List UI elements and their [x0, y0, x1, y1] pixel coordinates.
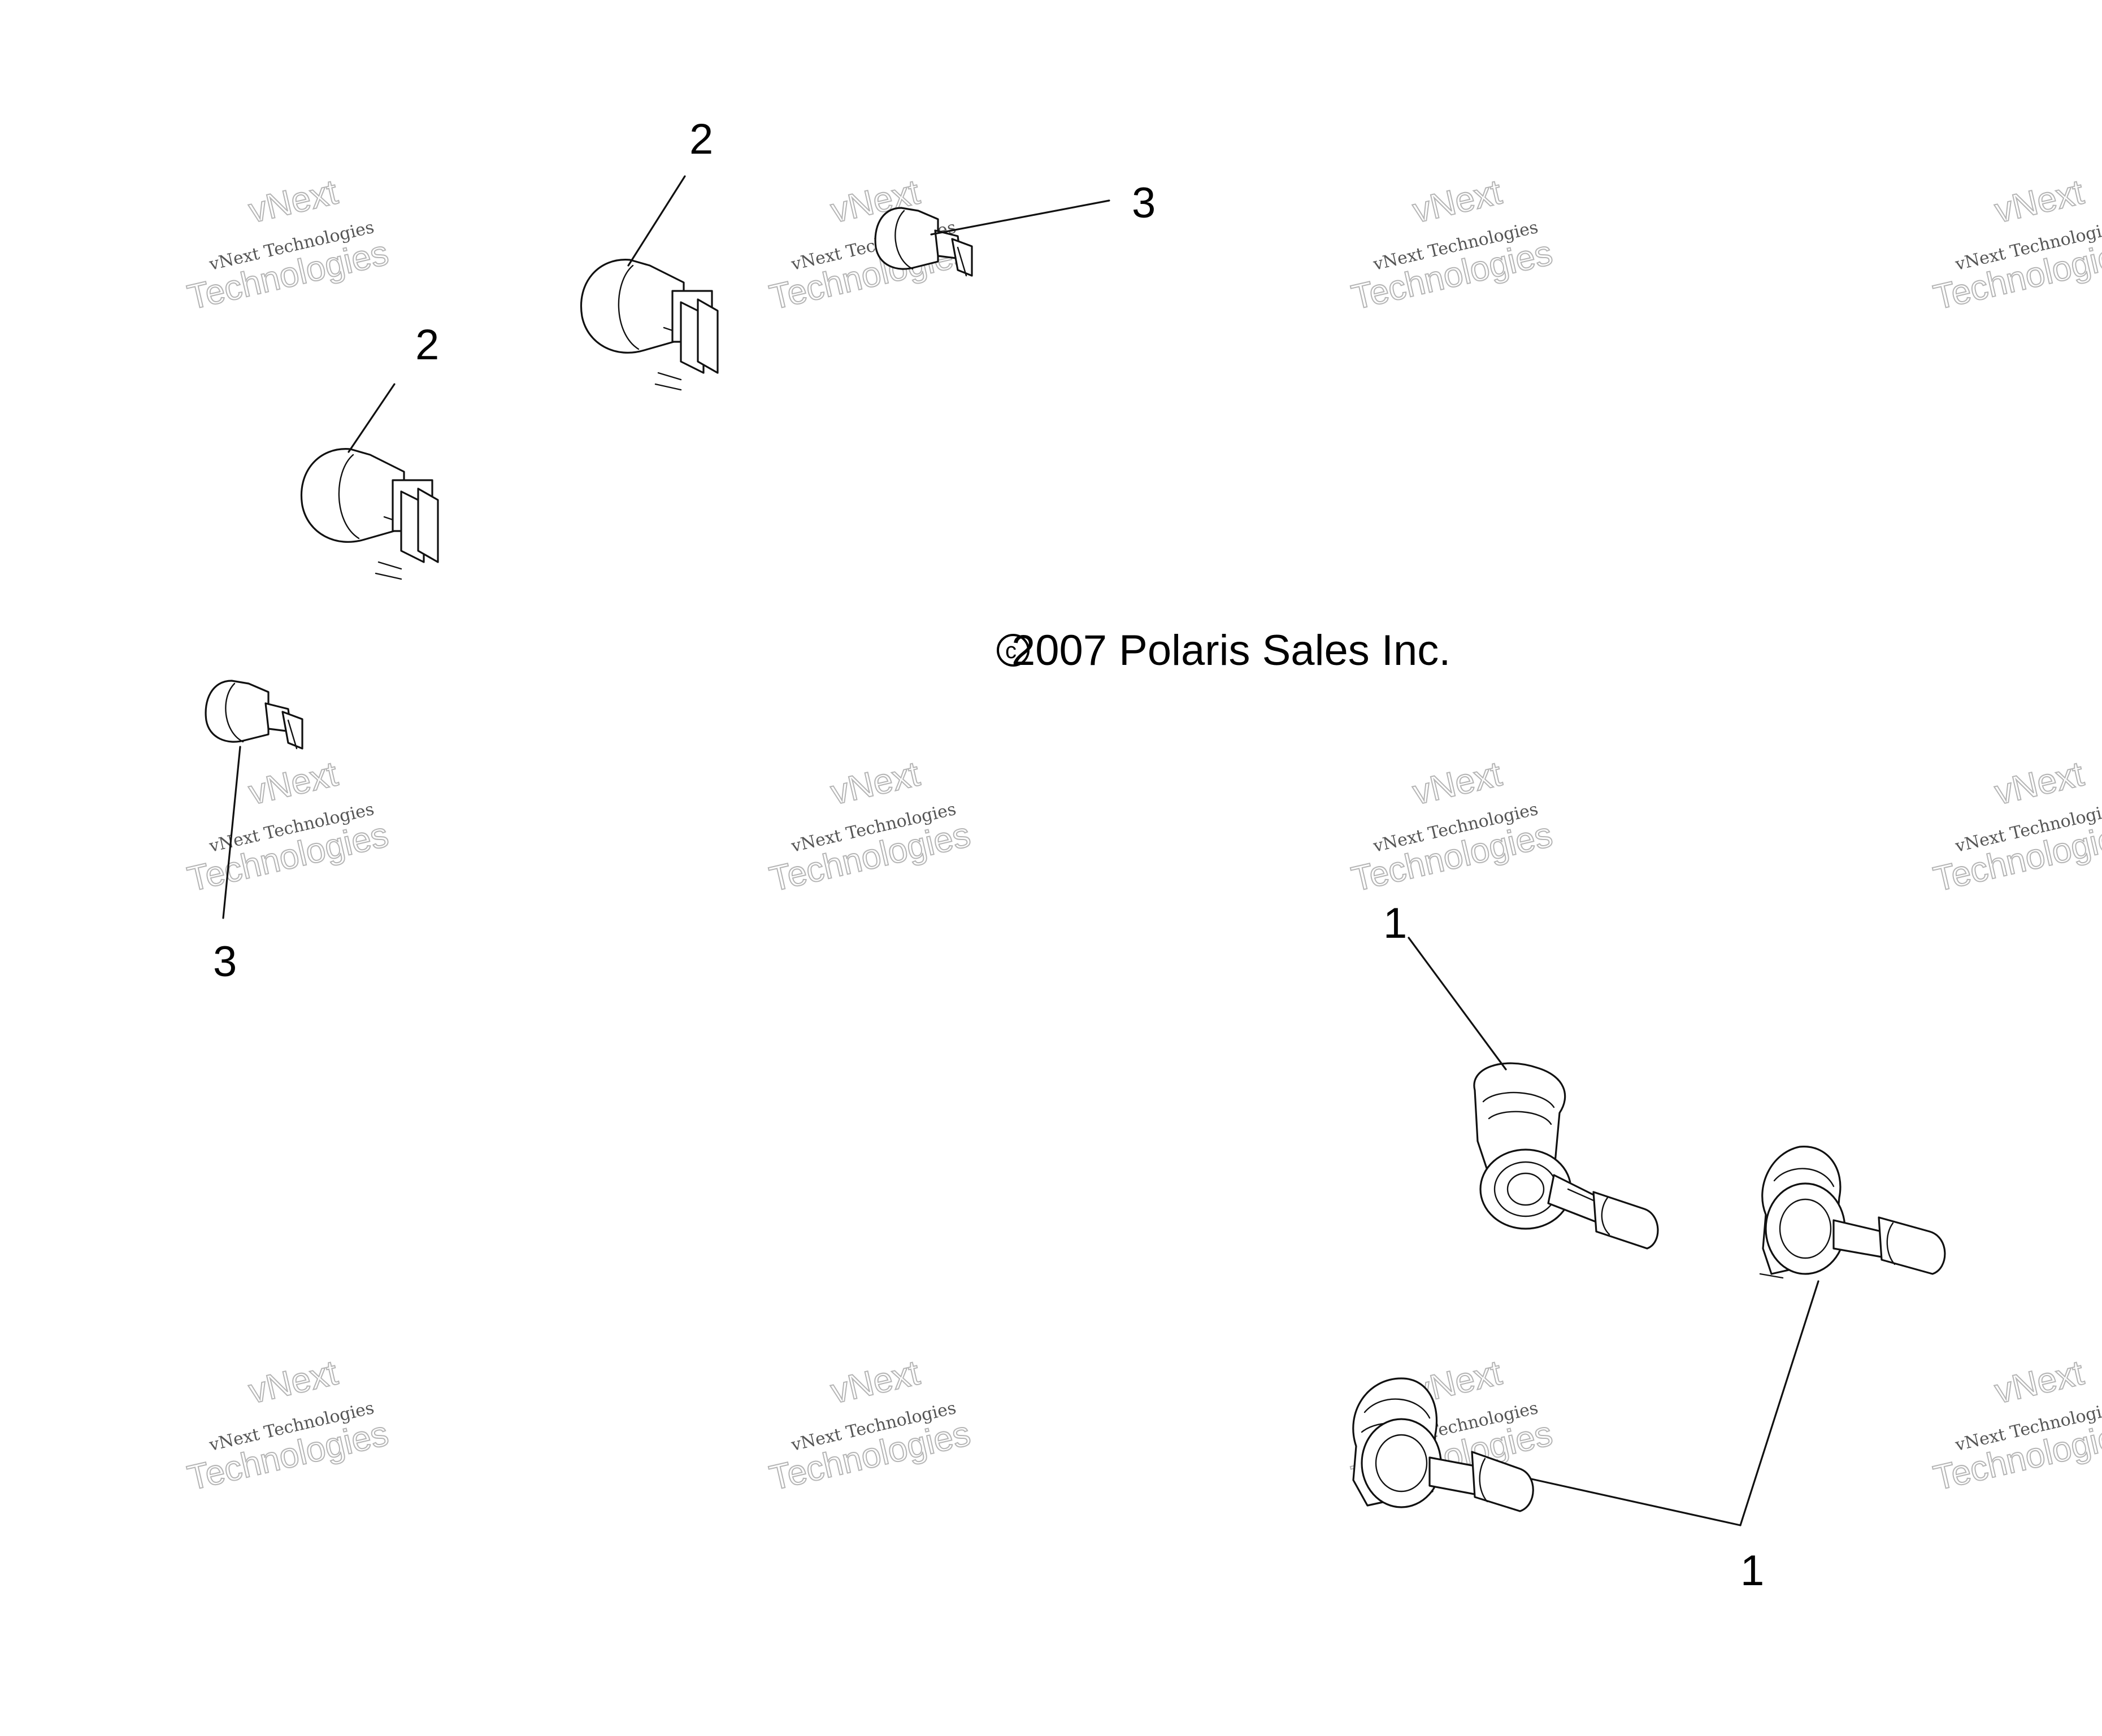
svg-text:vNext: vNext [245, 172, 341, 230]
svg-text:vNext: vNext [827, 1353, 923, 1411]
callout-2-upper: 2 [689, 115, 713, 163]
copyright-text: 2007 Polaris Sales Inc. [1011, 626, 1450, 675]
mini-wedge-bulb-3-lower[interactable] [205, 680, 303, 750]
svg-text:vNext: vNext [1991, 172, 2087, 230]
watermark-layer: vNext Technologies vNext Technologies vN… [184, 172, 2102, 1498]
watermark-tile: vNext Technologies vNext Technologies [1930, 754, 2102, 899]
callout-1-upper: 1 [1383, 899, 1407, 947]
leader-line-3-upper [930, 199, 1110, 236]
watermark-tile: vNext Technologies vNext Technologies [766, 754, 975, 899]
svg-text:vNext: vNext [1991, 1353, 2087, 1411]
headlight-bulb-1-right[interactable] [1759, 1146, 1946, 1279]
headlight-bulb-1-lower[interactable] [1352, 1377, 1534, 1512]
wedge-bulb-2-upper[interactable] [580, 259, 719, 391]
leader-line-1-lower-b [1739, 1280, 1819, 1526]
svg-text:vNext: vNext [245, 1353, 341, 1411]
leader-line-2-upper [627, 175, 686, 267]
watermark-tile: vNext Technologies vNext Technologies [1930, 172, 2102, 317]
leader-line-1-lower-a [1530, 1478, 1741, 1526]
svg-text:vNext: vNext [245, 754, 341, 812]
headlight-bulb-1-upper[interactable] [1473, 1062, 1659, 1250]
watermark-tile: vNext Technologies vNext Technologies [766, 1352, 975, 1498]
watermark-tile: vNext Technologies vNext Technologies [184, 172, 393, 317]
copyright-symbol-letter: c [1005, 638, 1017, 663]
callout-2-lower: 2 [415, 321, 439, 369]
watermark-tile: vNext Technologies vNext Technologies [1348, 172, 1557, 317]
watermark-tile: vNext Technologies vNext Technologies [184, 1352, 393, 1498]
wedge-bulb-2-lower[interactable] [301, 448, 439, 580]
svg-text:vNext: vNext [827, 754, 923, 812]
svg-text:vNext: vNext [1991, 754, 2087, 812]
copyright-symbol-ring [997, 634, 1030, 667]
watermark-tile: vNext Technologies vNext Technologies [184, 754, 393, 899]
copyright-notice: 2007 Polaris Sales Inc. c [997, 626, 1450, 675]
callout-1-lower: 1 [1740, 1547, 1764, 1595]
callout-3-lower: 3 [213, 938, 237, 986]
leader-line-1-upper [1408, 937, 1507, 1071]
callout-3-upper: 3 [1132, 179, 1156, 227]
watermark-tile: vNext Technologies vNext Technologies [1930, 1352, 2102, 1498]
leader-line-3-lower [222, 746, 241, 919]
leader-line-2-lower [348, 383, 396, 453]
watermark-tile: vNext Technologies vNext Technologies [1348, 754, 1557, 899]
svg-text:vNext: vNext [1409, 172, 1505, 230]
mini-wedge-bulb-3-upper[interactable] [874, 207, 973, 277]
svg-text:vNext: vNext [1409, 754, 1505, 812]
